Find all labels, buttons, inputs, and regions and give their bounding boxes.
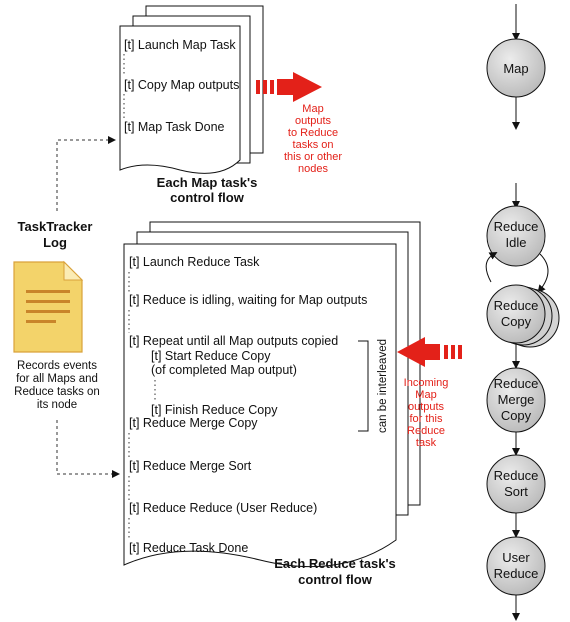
svg-text:Reduce: Reduce bbox=[494, 566, 539, 581]
svg-text:nodes: nodes bbox=[298, 163, 328, 175]
svg-text:User: User bbox=[502, 550, 530, 565]
svg-text:Reduce: Reduce bbox=[494, 468, 539, 483]
reduce-item-launch: [t] Launch Reduce Task bbox=[129, 255, 260, 269]
node-reduce-copy: Reduce Copy bbox=[486, 284, 560, 348]
map-page-front bbox=[119, 25, 241, 174]
map-outputs-note: Map outputs to Reduce tasks on this or o… bbox=[284, 103, 342, 175]
svg-text:tasks on: tasks on bbox=[293, 139, 334, 151]
svg-text:Sort: Sort bbox=[504, 484, 528, 499]
map-item-launch: [t] Launch Map Task bbox=[124, 38, 236, 52]
incoming-map-outputs-note: Incoming Map outputs for this Reduce tas… bbox=[404, 377, 449, 449]
svg-text:Merge: Merge bbox=[498, 392, 535, 407]
node-reduce-merge-copy: Reduce Merge Copy bbox=[486, 367, 546, 433]
svg-text:Idle: Idle bbox=[506, 235, 527, 250]
svg-text:outputs: outputs bbox=[295, 115, 332, 127]
svg-text:Copy: Copy bbox=[501, 408, 532, 423]
log-desc-line2: for all Maps and bbox=[16, 373, 98, 385]
svg-text:this or other: this or other bbox=[284, 151, 342, 163]
svg-text:outputs: outputs bbox=[408, 401, 445, 413]
log-title-line2: Log bbox=[43, 235, 67, 250]
svg-text:Reduce: Reduce bbox=[494, 298, 539, 313]
reduce-item-merge-copy: [t] Reduce Merge Copy bbox=[129, 416, 258, 430]
svg-text:task: task bbox=[416, 437, 437, 449]
incoming-map-outputs-arrow-icon bbox=[397, 337, 462, 367]
reduce-item-repeat: [t] Repeat until all Map outputs copied bbox=[129, 334, 338, 348]
map-caption-line2: control flow bbox=[170, 190, 245, 205]
reduce-control-flow-panel: [t] Launch Reduce Task [t] Reduce is idl… bbox=[123, 221, 421, 587]
interleave-bracket bbox=[358, 340, 369, 432]
svg-text:Reduce: Reduce bbox=[494, 376, 539, 391]
log-title-line1: TaskTracker bbox=[18, 219, 93, 234]
reduce-page-front bbox=[123, 243, 397, 568]
svg-text:Copy: Copy bbox=[501, 314, 532, 329]
map-outputs-arrow-icon bbox=[256, 72, 322, 102]
svg-text:Incoming: Incoming bbox=[404, 377, 449, 389]
interleave-label: can be interleaved bbox=[377, 339, 389, 433]
log-desc-line4: its node bbox=[37, 399, 77, 411]
node-map: Map bbox=[486, 38, 546, 98]
log-connectors bbox=[56, 136, 120, 478]
reduce-caption-line2: control flow bbox=[298, 572, 373, 587]
reduce-item-done: [t] Reduce Task Done bbox=[129, 541, 248, 555]
svg-text:Map: Map bbox=[415, 389, 436, 401]
svg-text:for this: for this bbox=[409, 413, 443, 425]
node-user-reduce: User Reduce bbox=[486, 536, 546, 596]
svg-text:Reduce: Reduce bbox=[494, 219, 539, 234]
svg-text:Reduce: Reduce bbox=[407, 425, 445, 437]
reduce-item-reduce: [t] Reduce Reduce (User Reduce) bbox=[129, 501, 317, 515]
reduce-item-merge-sort: [t] Reduce Merge Sort bbox=[129, 459, 252, 473]
map-caption-line1: Each Map task's bbox=[157, 175, 258, 190]
map-item-done: [t] Map Task Done bbox=[124, 120, 225, 134]
svg-text:Map: Map bbox=[503, 61, 528, 76]
reduce-item-finish-copy: [t] Finish Reduce Copy bbox=[151, 403, 278, 417]
log-desc-line1: Records events bbox=[17, 360, 97, 372]
node-reduce-idle: Reduce Idle bbox=[486, 205, 546, 267]
document-icon bbox=[13, 260, 84, 353]
map-control-flow-panel: [t] Launch Map Task [t] Copy Map outputs… bbox=[119, 5, 264, 205]
tasktracker-log: TaskTracker Log Records events for all M… bbox=[13, 219, 100, 411]
reduce-item-start-copy-sub: (of completed Map output) bbox=[151, 363, 297, 377]
reduce-caption-line1: Each Reduce task's bbox=[274, 556, 396, 571]
reduce-item-idling: [t] Reduce is idling, waiting for Map ou… bbox=[129, 293, 367, 307]
svg-text:Map: Map bbox=[302, 103, 323, 115]
reduce-item-start-copy: [t] Start Reduce Copy bbox=[151, 349, 271, 363]
node-reduce-sort: Reduce Sort bbox=[486, 454, 546, 514]
state-flow: Map Reduce Idle Reduce Copy Reduce Merge… bbox=[485, 4, 560, 621]
svg-text:to Reduce: to Reduce bbox=[288, 127, 338, 139]
log-desc-line3: Reduce tasks on bbox=[14, 386, 100, 398]
map-item-copy: [t] Copy Map outputs bbox=[124, 78, 239, 92]
